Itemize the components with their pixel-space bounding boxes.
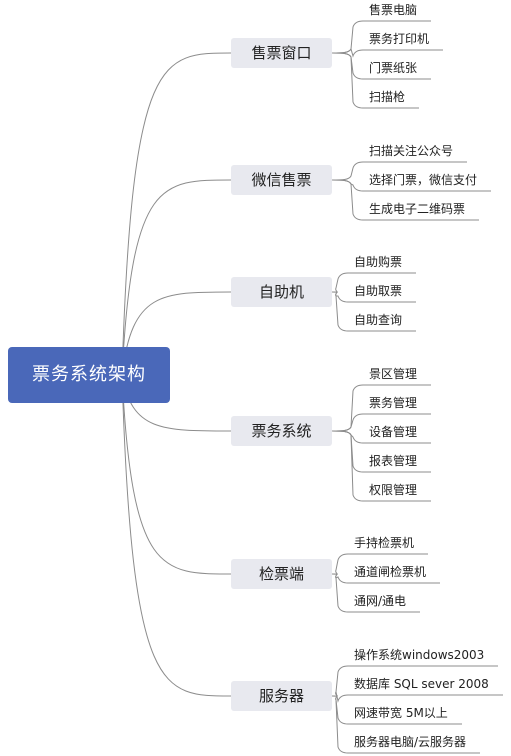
leaf-connector [331,291,416,332]
root-node[interactable]: 票务系统架构 [8,347,170,403]
leaf-item[interactable]: 报表管理 [369,454,418,468]
leaf-item[interactable]: 操作系统windows2003 [354,648,485,662]
leaf-item[interactable]: 自助购票 [354,255,403,269]
branch-ticket-system[interactable]: 票务系统 [231,416,332,446]
leaf-connector [331,430,431,502]
leaf-item[interactable]: 票务管理 [369,396,418,410]
leaf-connector [331,179,479,221]
leaf-item[interactable]: 通网/通电 [354,594,407,608]
leaf-item[interactable]: 售票电脑 [369,3,418,17]
leaf-item[interactable]: 门票纸张 [369,61,418,75]
leaf-item[interactable]: 设备管理 [369,425,418,439]
leaf-item[interactable]: 手持检票机 [354,536,415,550]
leaf-item[interactable]: 生成电子二维码票 [369,202,466,216]
leaf-connector [331,573,420,613]
leaf-item[interactable]: 通道闸检票机 [354,565,427,579]
branch-ticket-window[interactable]: 售票窗口 [231,38,332,68]
leaf-item[interactable]: 自助取票 [354,284,403,298]
branch-connector [121,374,232,697]
leaf-item[interactable]: 票务打印机 [369,32,430,46]
leaf-item[interactable]: 选择门票，微信支付 [369,173,478,187]
branch-self-service[interactable]: 自助机 [231,277,332,307]
leaf-item[interactable]: 自助查询 [354,313,403,327]
branch-connector [121,374,232,575]
leaf-connector [331,695,480,754]
branch-gate-check[interactable]: 检票端 [231,559,332,589]
leaf-item[interactable]: 扫描关注公众号 [369,144,454,158]
leaf-item[interactable]: 景区管理 [369,367,418,381]
branch-connector [121,52,232,376]
leaf-item[interactable]: 服务器电脑/云服务器 [354,735,467,749]
branch-wechat-sales[interactable]: 微信售票 [231,165,332,195]
leaf-connector [331,52,419,109]
branch-server[interactable]: 服务器 [231,681,332,711]
leaf-item[interactable]: 网速带宽 5M以上 [354,706,448,720]
leaf-item[interactable]: 扫描枪 [369,90,406,104]
leaf-item[interactable]: 权限管理 [369,483,418,497]
leaf-item[interactable]: 数据库 SQL sever 2008 [354,677,489,691]
branch-connector [121,179,232,376]
